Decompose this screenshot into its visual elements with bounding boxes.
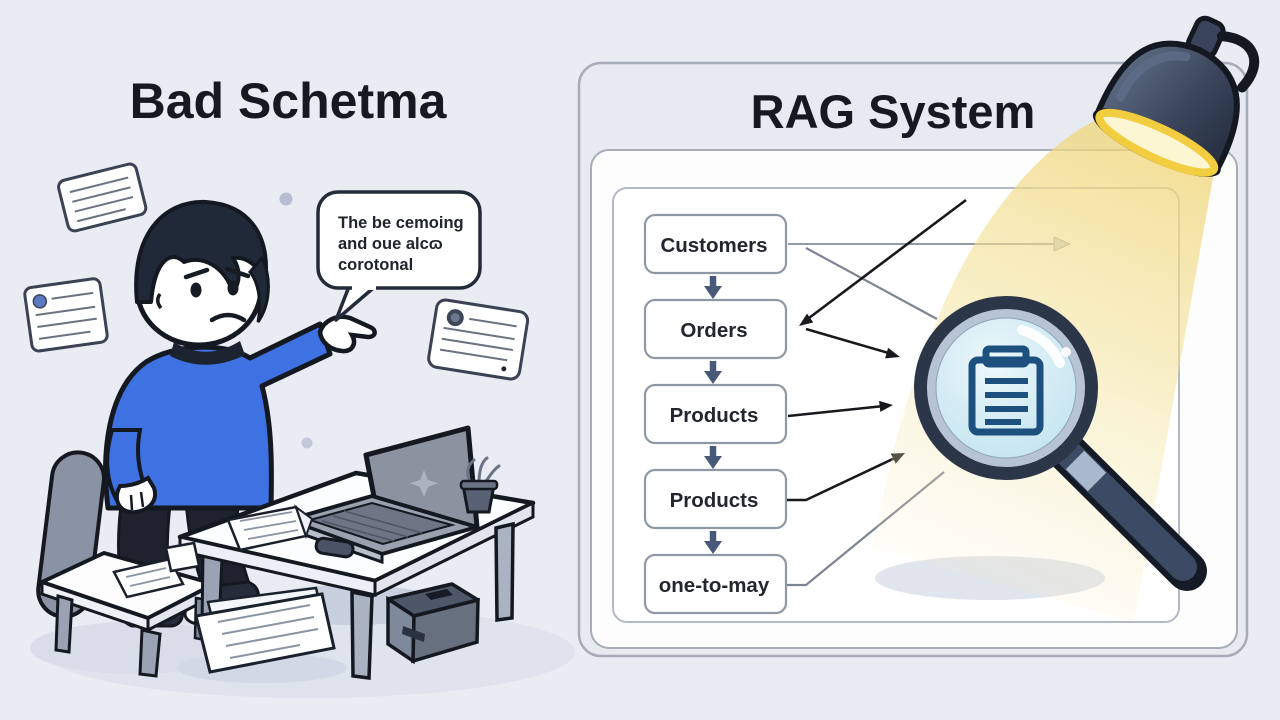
paper-desk-edge — [164, 541, 201, 573]
lens-highlight — [1017, 325, 1065, 368]
down-arrow-icon — [704, 531, 722, 554]
floating-note-right — [427, 298, 530, 381]
connector-black-arrowhead-icon — [879, 400, 893, 412]
left-hand — [114, 475, 157, 515]
flow-box-products-1-label: Products — [670, 404, 759, 427]
flow-box-customers — [643, 213, 788, 275]
paper-on-desk — [226, 504, 314, 552]
decor-dot — [279, 192, 293, 206]
decor-dot — [301, 437, 313, 449]
chair-leg-left — [54, 594, 74, 654]
left-hand-fingers — [129, 491, 145, 511]
speech-line-2: and oue alcɷ — [338, 235, 443, 253]
magnifier-icon — [914, 296, 1207, 591]
flow-box-customers-label: Customers — [660, 234, 767, 257]
desk-leg-front — [350, 589, 374, 680]
connector-products2-arrow — [787, 455, 898, 502]
ear — [156, 292, 163, 310]
lamp-opening-glow — [1095, 108, 1219, 177]
flow-box-products-2-label: Products — [670, 489, 759, 512]
flow-box-one-to-may — [643, 553, 788, 615]
down-arrow-icon — [704, 361, 722, 384]
sweater-torso-and-arm — [103, 321, 333, 511]
hair-side-lock — [248, 255, 270, 323]
pointing-hand — [317, 314, 377, 354]
down-arrow-icon — [704, 446, 722, 469]
connector-gray-diagonal — [805, 247, 938, 320]
document-icon — [968, 345, 1044, 436]
phone-on-desk — [314, 536, 355, 559]
floating-note-top — [57, 162, 148, 233]
chair-seat — [40, 551, 216, 678]
speech-line-3: corotonal — [338, 256, 413, 274]
flow-box-one-to-may-label: one-to-may — [659, 574, 770, 597]
right-panel-title: RAG System — [751, 85, 1036, 138]
note-bullet-icon — [32, 294, 48, 309]
speech-bubble-body — [316, 190, 482, 290]
papers-on-floor — [194, 586, 336, 674]
flow-down-arrows — [704, 276, 722, 554]
schema-flow-boxes: Customers Orders Products Products one-t… — [643, 213, 788, 615]
flow-box-products-1 — [643, 383, 788, 445]
eye-left — [190, 282, 202, 298]
flow-box-orders-label: Orders — [680, 319, 747, 342]
connector-black-arrowhead-icon — [885, 347, 900, 359]
magnifier-lens — [935, 317, 1077, 459]
floating-note-left — [23, 277, 109, 353]
hair — [134, 199, 268, 304]
laptop-keyboard — [306, 501, 456, 546]
chair-leg-right — [138, 628, 162, 678]
magnifier-handle-band — [1065, 450, 1107, 492]
eye-right — [227, 280, 239, 296]
connector-products1-arrow — [787, 404, 885, 418]
lens-highlight-dot — [1061, 347, 1071, 357]
desk-lamp-icon — [1092, 15, 1260, 177]
speech-line-1: The be cemoing — [338, 214, 464, 232]
collar-shadow — [170, 341, 245, 365]
worried-eyebrows — [183, 266, 251, 280]
laptop-logo-icon — [410, 470, 438, 497]
desk-leg-right — [494, 521, 515, 622]
speech-bubble: The be cemoing and oue alcɷ corotonal — [316, 190, 482, 322]
plant-pot-icon — [459, 456, 501, 514]
connector-black-crossing — [804, 198, 967, 323]
lamp-shade-highlight — [1116, 51, 1191, 102]
flow-box-orders — [643, 298, 788, 360]
storage-box — [386, 582, 480, 665]
left-panel-title: Bad Schetma — [130, 73, 448, 129]
connector-black-to-lens — [805, 327, 893, 356]
flow-box-products-2 — [643, 468, 788, 530]
down-arrow-icon — [704, 276, 722, 299]
lamp-arm-hook — [1216, 31, 1260, 93]
frown-mouth — [209, 312, 247, 323]
connector-black-arrowhead-icon — [799, 313, 814, 326]
